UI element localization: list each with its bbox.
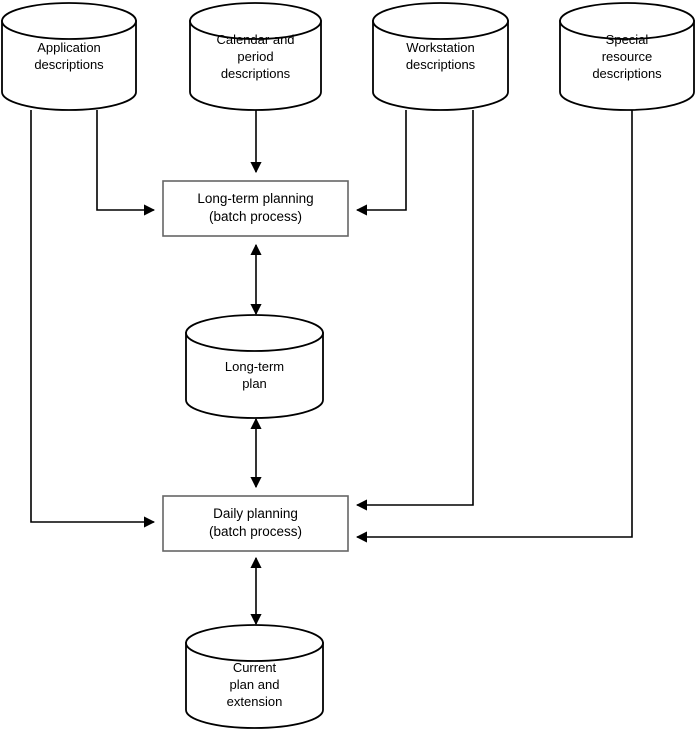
cylinder-top <box>185 314 324 352</box>
cylinder-body <box>1 20 137 111</box>
edge-application-to-long-term-planning <box>96 110 156 216</box>
edge-special-resource-to-daily-planning <box>355 110 633 543</box>
cylinder-top <box>372 2 509 40</box>
node-calendar-period-descriptions[interactable] <box>189 2 322 111</box>
cylinder-body <box>185 642 324 729</box>
edge-workstation-to-long-term-planning <box>355 110 407 216</box>
edge-workstation-to-daily-planning <box>355 110 474 511</box>
cylinder-top <box>1 2 137 40</box>
node-current-plan-and-extension[interactable] <box>185 624 324 729</box>
cylinder-body <box>185 332 324 419</box>
cylinder-body <box>372 20 509 111</box>
node-application-descriptions[interactable] <box>1 2 137 111</box>
node-long-term-planning[interactable] <box>162 180 349 237</box>
cylinder-top <box>189 2 322 40</box>
node-daily-planning[interactable] <box>162 495 349 552</box>
node-long-term-plan[interactable] <box>185 314 324 419</box>
node-workstation-descriptions[interactable] <box>372 2 509 111</box>
process-box <box>162 180 349 237</box>
cylinder-body <box>559 20 695 111</box>
edge-application-to-daily-planning <box>30 110 156 528</box>
node-special-resource-descriptions[interactable] <box>559 2 695 111</box>
cylinder-top <box>559 2 695 40</box>
cylinder-top <box>185 624 324 662</box>
process-box <box>162 495 349 552</box>
cylinder-body <box>189 20 322 111</box>
